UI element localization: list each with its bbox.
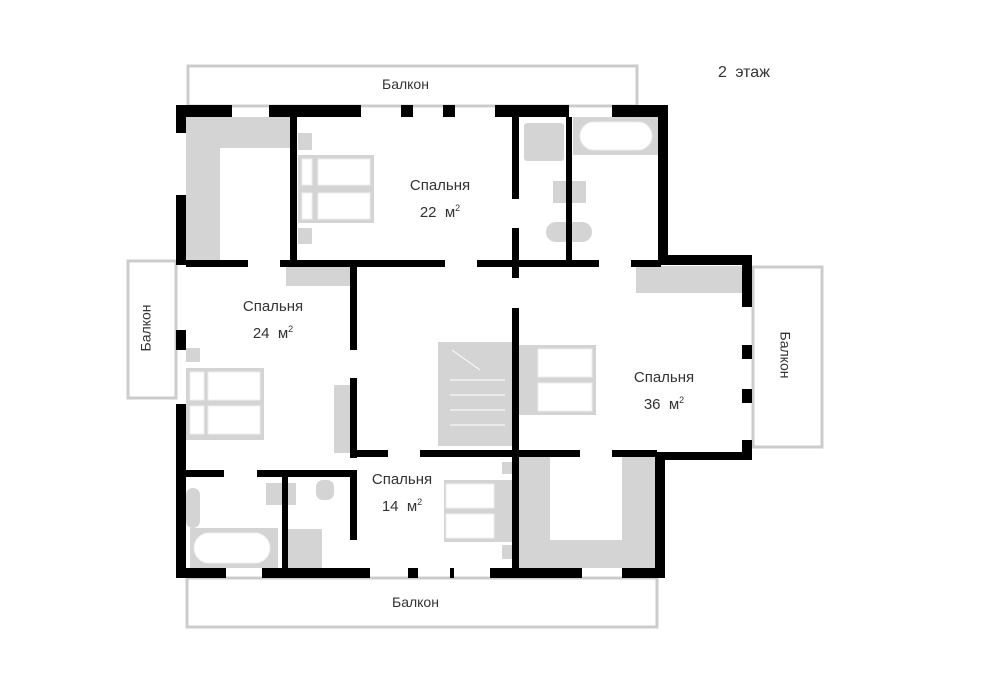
- room-area: 22 м2: [419, 203, 461, 221]
- walls: [176, 105, 752, 578]
- room-name: Спальня: [633, 369, 695, 386]
- balcony-left-label: Балкон: [137, 304, 154, 352]
- room-area: 14 м2: [381, 497, 423, 515]
- balcony-right-label: Балкон: [777, 331, 794, 379]
- fixtures: [189, 121, 653, 564]
- balcony-bottom-label: Балкон: [392, 594, 439, 610]
- floor-label: 2 этаж: [718, 64, 770, 81]
- room-area: 24 м2: [252, 324, 294, 342]
- room-area: 36 м2: [643, 395, 685, 413]
- room-bedroom-14: Спальня 14 м2: [357, 469, 447, 518]
- room-name: Спальня: [409, 177, 471, 194]
- balcony-top-label: Балкон: [382, 76, 429, 92]
- room-bedroom-24: Спальня 24 м2: [228, 296, 318, 345]
- room-bedroom-22: Спальня 22 м2: [395, 175, 485, 224]
- room-bedroom-36: Спальня 36 м2: [619, 367, 709, 416]
- room-name: Спальня: [371, 471, 433, 488]
- room-name: Спальня: [242, 298, 304, 315]
